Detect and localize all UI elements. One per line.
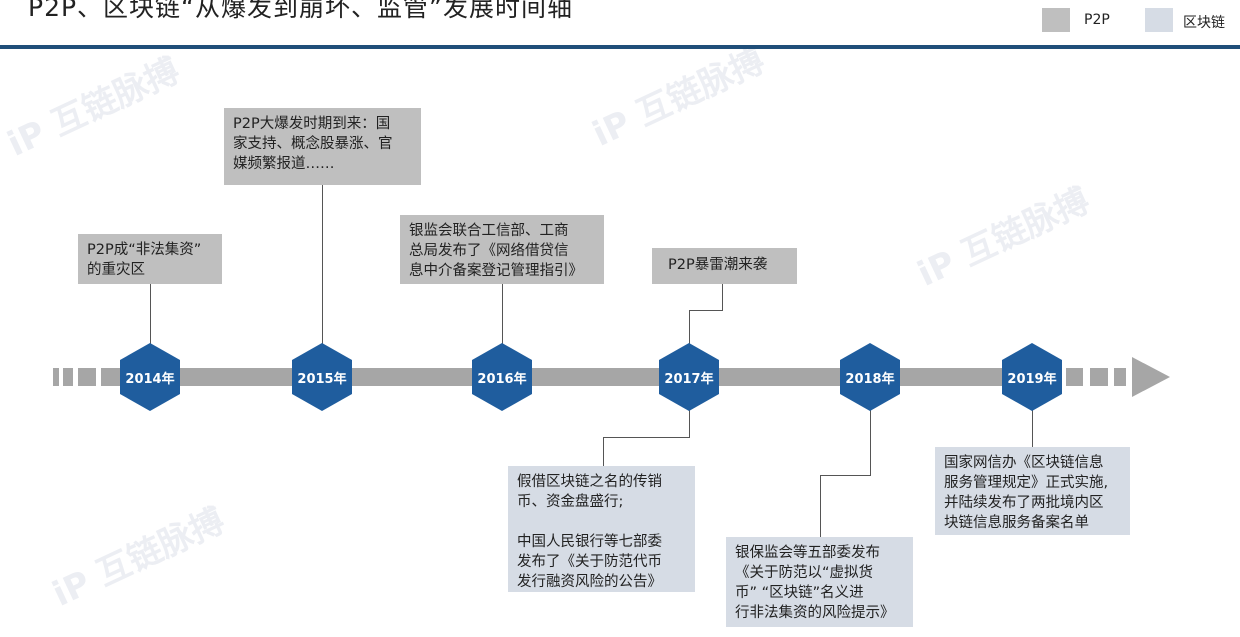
- event-2014-p2p: P2P成“非法集资” 的重灾区: [78, 234, 222, 284]
- axis-dash: [1114, 368, 1126, 386]
- year-node-2019: 2019年: [1002, 343, 1062, 411]
- page-title: P2P、区块链“从爆发到崩坏、监管”发展时间轴: [28, 0, 573, 22]
- connector: [722, 284, 723, 311]
- connector: [820, 475, 821, 537]
- connector: [689, 408, 690, 438]
- connector: [870, 408, 871, 476]
- watermark: iP 互链脉搏: [911, 180, 1096, 295]
- axis-arrow-icon: [1132, 357, 1170, 397]
- title-divider: [0, 45, 1240, 49]
- year-node-2017: 2017年: [659, 343, 719, 411]
- connector: [689, 310, 723, 311]
- connector: [150, 284, 151, 346]
- year-node-2015: 2015年: [292, 343, 352, 411]
- year-node-2014: 2014年: [120, 343, 180, 411]
- watermark: iP 互链脉搏: [46, 500, 231, 615]
- connector: [603, 437, 604, 466]
- watermark: iP 互链脉搏: [586, 40, 771, 155]
- axis-dash: [63, 368, 73, 386]
- axis-dash: [1066, 368, 1083, 386]
- legend-label-blockchain: 区块链: [1183, 15, 1225, 31]
- event-2016-p2p: 银监会联合工信部、工商 总局发布了《网络借贷信 息中介备案登记管理指引》: [400, 215, 604, 284]
- axis-dash: [78, 368, 96, 386]
- connector: [689, 310, 690, 345]
- event-2017-p2p: P2P暴雷潮来袭: [652, 248, 797, 284]
- connector: [1032, 408, 1033, 448]
- event-2017-blockchain: 假借区块链之名的传销 币、资金盘盛行; 中国人民银行等七部委 发布了《关于防范代…: [508, 466, 695, 592]
- axis-dash: [1090, 368, 1108, 386]
- connector: [322, 185, 323, 345]
- connector: [603, 437, 690, 438]
- event-2019-blockchain: 国家网信办《区块链信息 服务管理规定》正式实施, 并陆续发布了两批境内区 块链信…: [935, 447, 1130, 535]
- legend-swatch-blockchain: [1145, 8, 1173, 32]
- connector: [502, 284, 503, 346]
- watermark: iP 互链脉搏: [1, 50, 186, 165]
- timeline-axis: [101, 368, 1062, 386]
- event-2015-p2p: P2P大爆发时期到来：国 家支持、概念股暴涨、官 媒频繁报道……: [224, 108, 421, 185]
- year-node-2016: 2016年: [472, 343, 532, 411]
- legend-swatch-p2p: [1042, 8, 1070, 32]
- connector: [820, 475, 871, 476]
- legend-label-p2p: P2P: [1084, 12, 1110, 28]
- event-2018-blockchain: 银保监会等五部委发布 《关于防范以“虚拟货 币” “区块链”名义进 行非法集资的…: [726, 537, 913, 627]
- axis-dash: [53, 368, 59, 386]
- year-node-2018: 2018年: [840, 343, 900, 411]
